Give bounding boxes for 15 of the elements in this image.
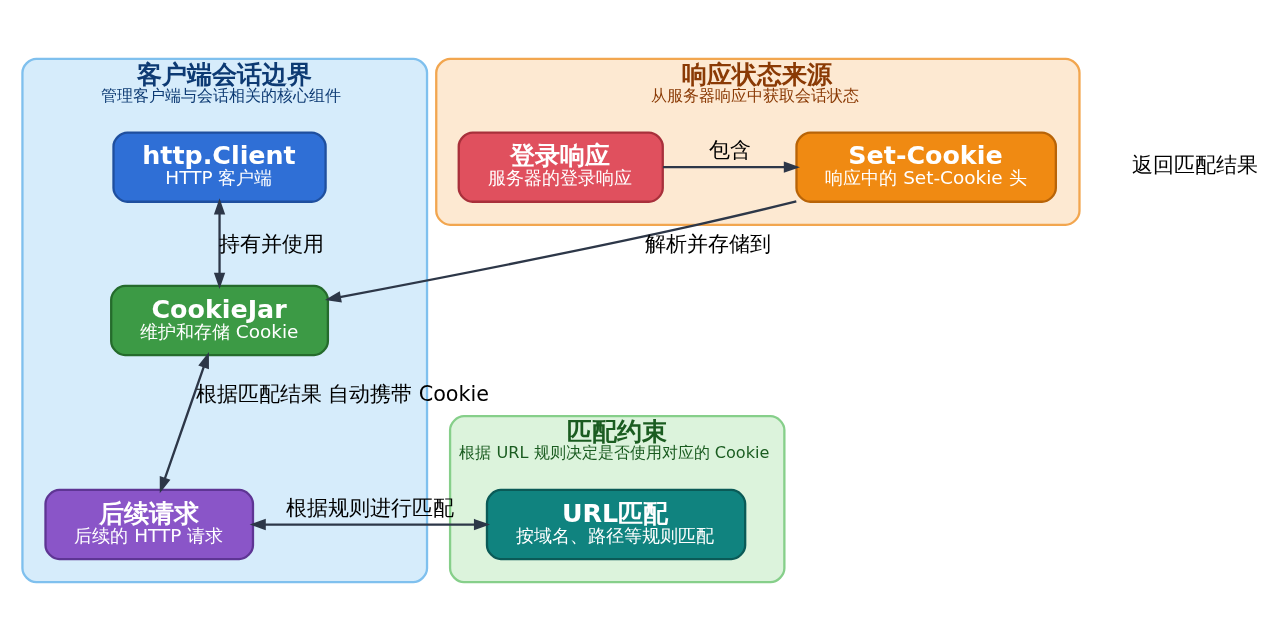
arrow [663, 161, 800, 173]
label: 返回匹配结果 [1131, 152, 1258, 177]
edge-label: 解析并存储到 [644, 231, 771, 256]
edge-label: 包含 [708, 137, 751, 162]
node-box: URL匹配 按域名、路径等规则匹配 [485, 488, 747, 560]
arrow [249, 518, 491, 530]
edge-label: 根据匹配结果 自动携带 Cookie [195, 381, 490, 405]
node-box: http.Client HTTP 客户端 [112, 130, 327, 203]
arrow [159, 351, 209, 493]
node-box: 登录响应 服务器的登录响应 [457, 130, 664, 203]
node-box: Set-Cookie 响应中的 Set-Cookie 头 [795, 130, 1057, 203]
node-box: CookieJar 维护和存储 Cookie [110, 284, 330, 356]
arrow [213, 197, 226, 289]
arrow [324, 199, 797, 302]
node-box: 后续请求 后续的 HTTP 请求 [44, 488, 255, 560]
